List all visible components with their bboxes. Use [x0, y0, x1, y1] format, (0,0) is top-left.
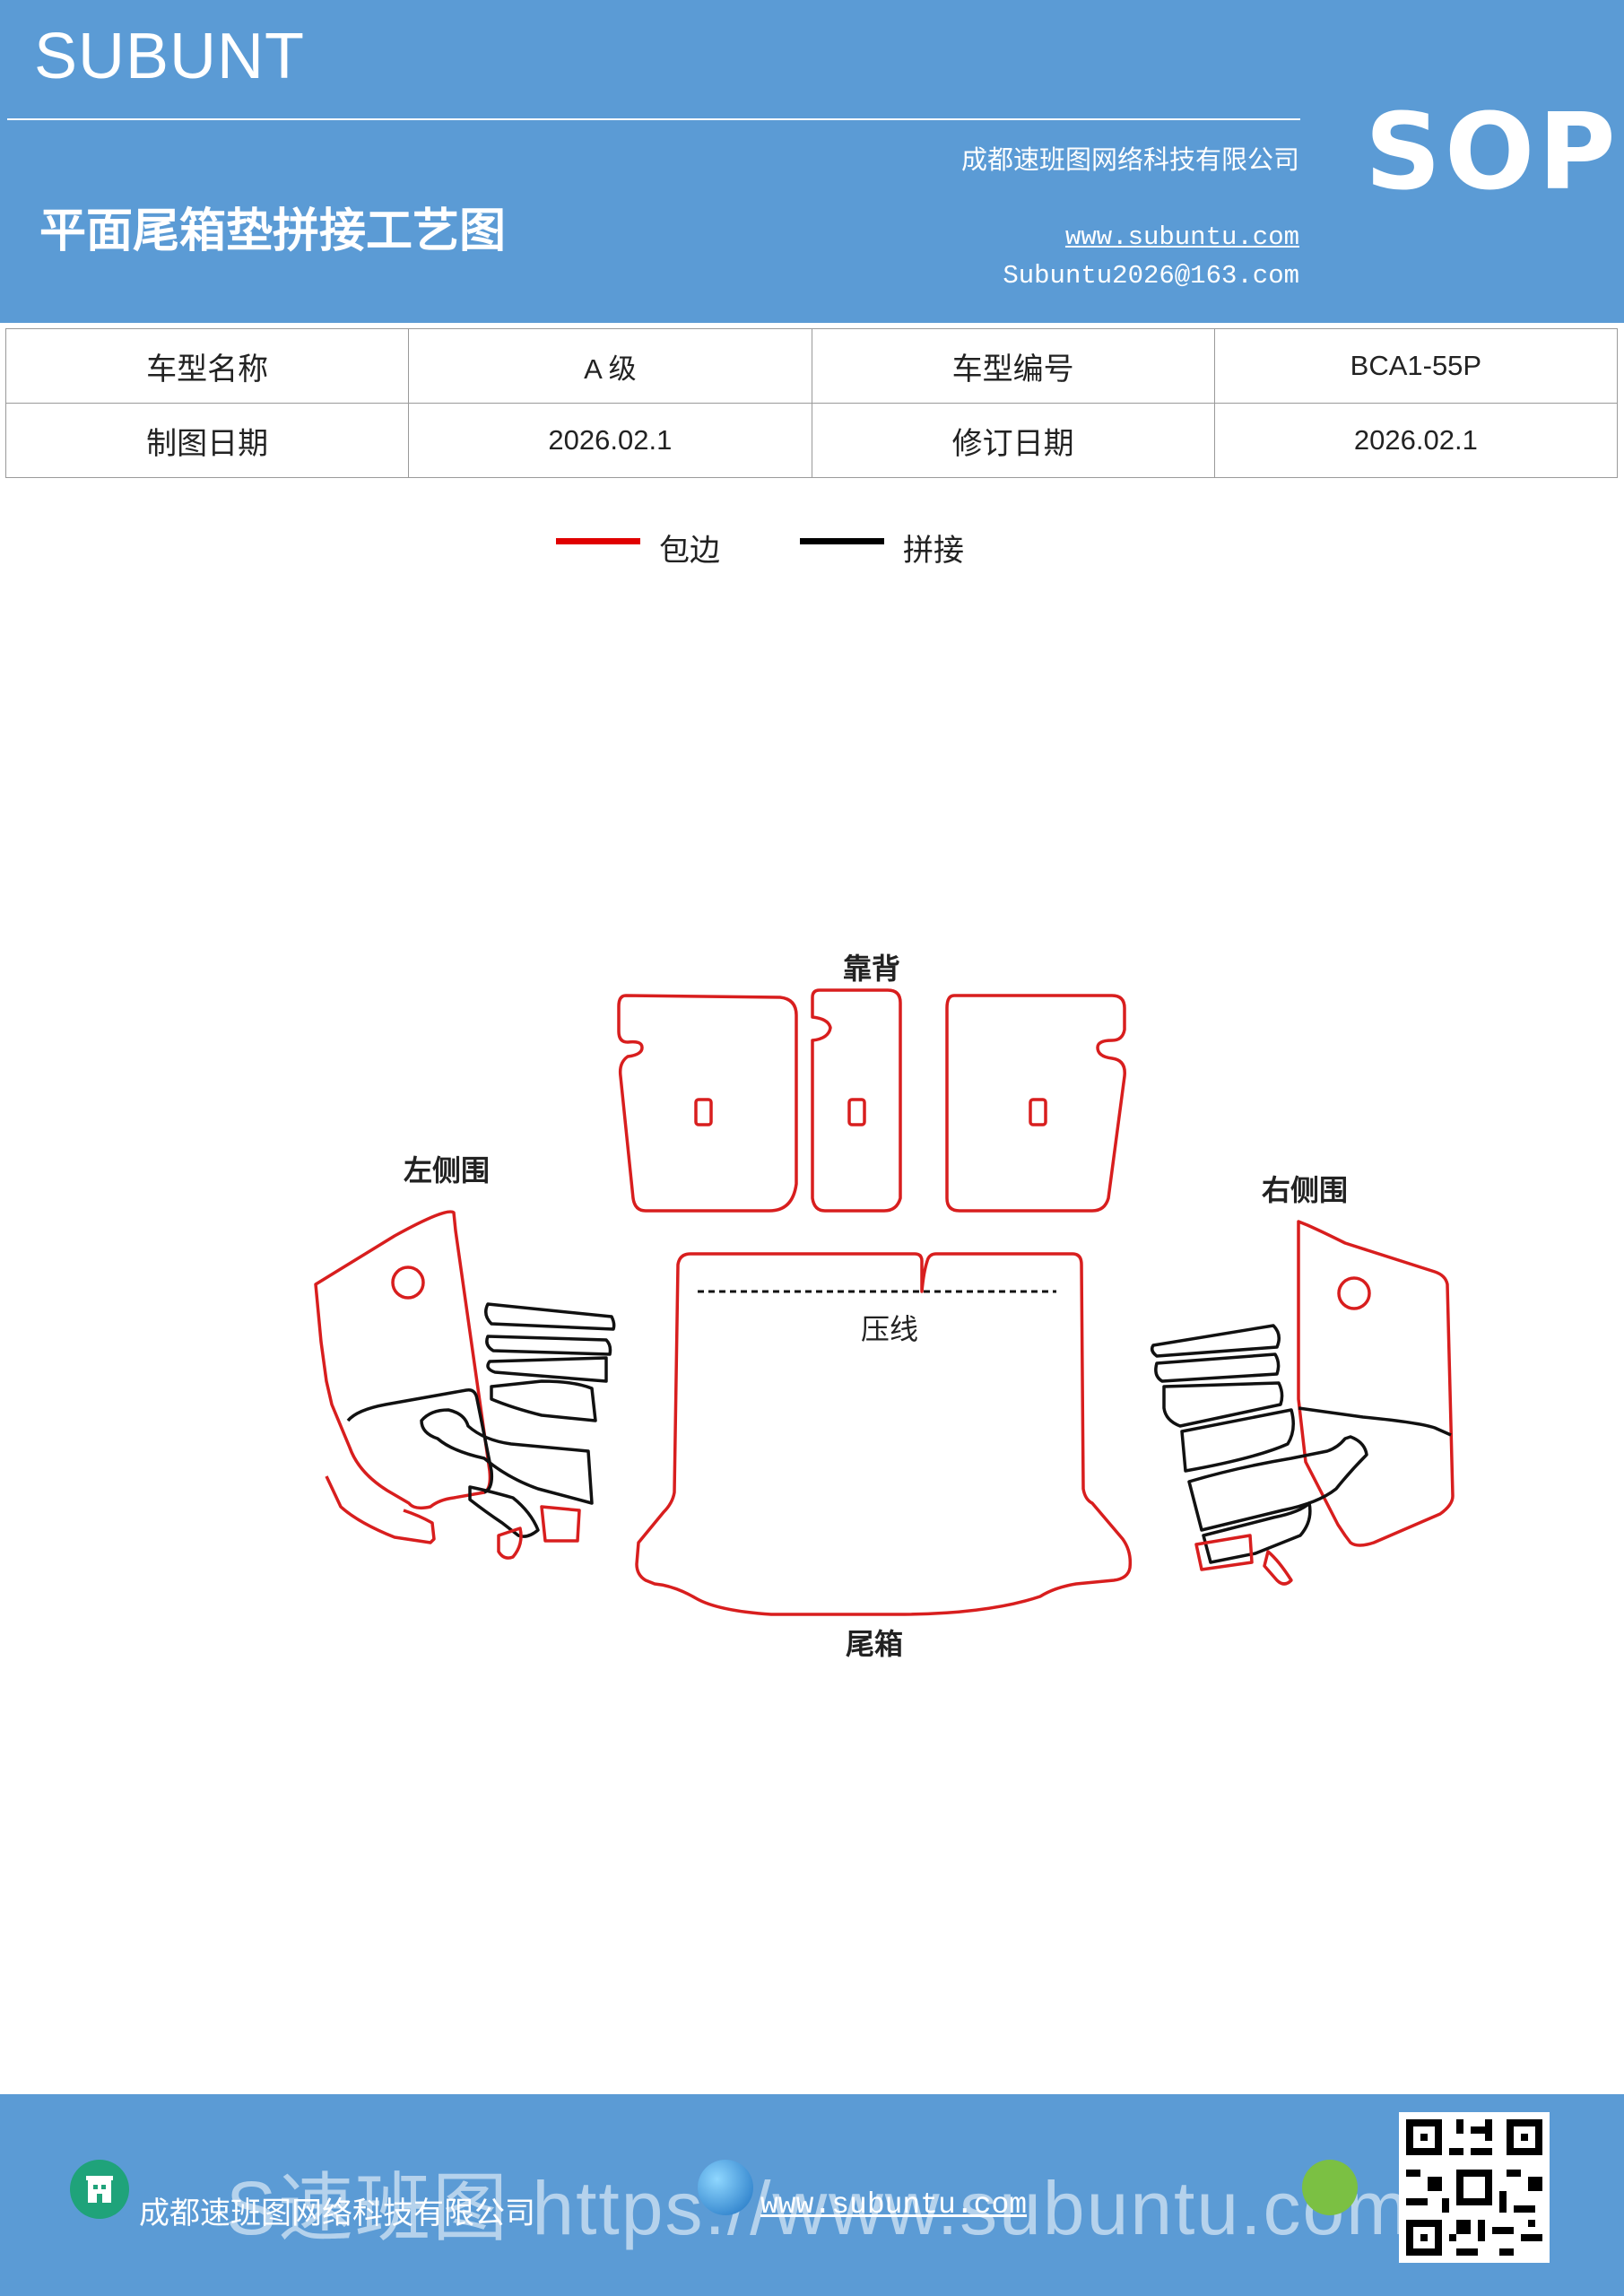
globe-icon: [698, 2160, 753, 2215]
backrest-right-panel: [945, 994, 1126, 1213]
label-backrest: 靠背: [843, 952, 901, 986]
header-banner: SUBUNT 平面尾箱垫拼接工艺图 成都速班图网络科技有限公司 www.subu…: [0, 0, 1624, 323]
document-title: 平面尾箱垫拼接工艺图: [39, 204, 507, 258]
right-strip-8: [1263, 1550, 1293, 1586]
label-revision-date: 修订日期: [811, 403, 1215, 478]
value-revision-date: 2026.02.1: [1213, 403, 1619, 478]
value-model-name: A 级: [408, 328, 812, 404]
backrest-left-slot: [694, 1098, 713, 1126]
left-strip-5: [420, 1408, 594, 1505]
left-side-lower-flap: [325, 1475, 436, 1544]
legend-label-seam: 拼接: [903, 533, 964, 569]
right-strip-1: [1150, 1324, 1281, 1358]
right-strip-7: [1194, 1534, 1254, 1571]
building-icon: [70, 2160, 129, 2219]
left-strip-7: [540, 1505, 581, 1543]
left-side-outer-edge: [314, 1210, 492, 1510]
right-side-outer-edge: [1297, 1220, 1455, 1547]
table-row: 车型名称 A 级 车型编号 BCA1-55P: [4, 328, 1619, 404]
brand-name: SUBUNT: [34, 21, 306, 92]
sop-badge: SOP: [1365, 90, 1620, 213]
backrest-middle-panel: [811, 988, 902, 1213]
legend: 包边 拼接: [0, 522, 1624, 576]
label-model-code: 车型编号: [811, 328, 1215, 404]
right-side-seam-piece: [1298, 1406, 1452, 1437]
legend-label-edge: 包边: [659, 533, 720, 569]
value-draw-date: 2026.02.1: [408, 403, 812, 478]
website-link[interactable]: www.subuntu.com: [1064, 222, 1299, 252]
email-address[interactable]: Subuntu2026@163.com: [1003, 261, 1299, 291]
left-strip-8: [497, 1526, 523, 1560]
label-crease: 压线: [861, 1312, 919, 1346]
footer-overlay-url: S速班图 https://www.subuntu.com: [226, 2166, 1411, 2250]
label-right-side: 右侧围: [1262, 1173, 1349, 1207]
backrest-right-slot: [1029, 1098, 1047, 1126]
label-trunk: 尾箱: [846, 1627, 904, 1661]
company-name: 成都速班图网络科技有限公司: [960, 144, 1299, 175]
legend-swatch-edge: [556, 538, 640, 544]
left-strip-2: [485, 1335, 612, 1356]
table-row: 制图日期 2026.02.1 修订日期 2026.02.1: [4, 403, 1619, 478]
header-divider: [7, 118, 1300, 120]
label-model-name: 车型名称: [4, 328, 410, 404]
label-left-side: 左侧围: [404, 1153, 491, 1187]
left-strip-1: [484, 1302, 616, 1331]
backrest-middle-slot: [847, 1098, 866, 1126]
left-side-hole: [391, 1265, 425, 1300]
legend-swatch-seam: [800, 538, 884, 544]
left-strip-6: [468, 1485, 540, 1538]
left-strip-4: [490, 1379, 597, 1422]
footer-company: 成都速班图网络科技有限公司: [139, 2196, 535, 2231]
left-side-seam-piece: [346, 1387, 494, 1494]
left-strip-3: [486, 1356, 608, 1383]
right-strip-3: [1162, 1381, 1284, 1428]
footer-website-link[interactable]: www.subuntu.com: [760, 2188, 1028, 2222]
right-strip-4: [1180, 1408, 1295, 1473]
value-model-code: BCA1-55P: [1213, 328, 1619, 404]
right-strip-2: [1154, 1352, 1281, 1383]
label-draw-date: 制图日期: [4, 403, 410, 478]
info-table: 车型名称 A 级 车型编号 BCA1-55P 制图日期 2026.02.1 修订…: [4, 328, 1619, 478]
qr-code: [1399, 2112, 1550, 2263]
trunk-floor-panel: [635, 1252, 1133, 1616]
right-strip-5: [1187, 1435, 1368, 1532]
backrest-left-panel: [617, 994, 798, 1213]
wechat-icon: [1302, 2160, 1358, 2215]
right-side-hole: [1337, 1276, 1371, 1310]
right-strip-6: [1202, 1501, 1312, 1564]
